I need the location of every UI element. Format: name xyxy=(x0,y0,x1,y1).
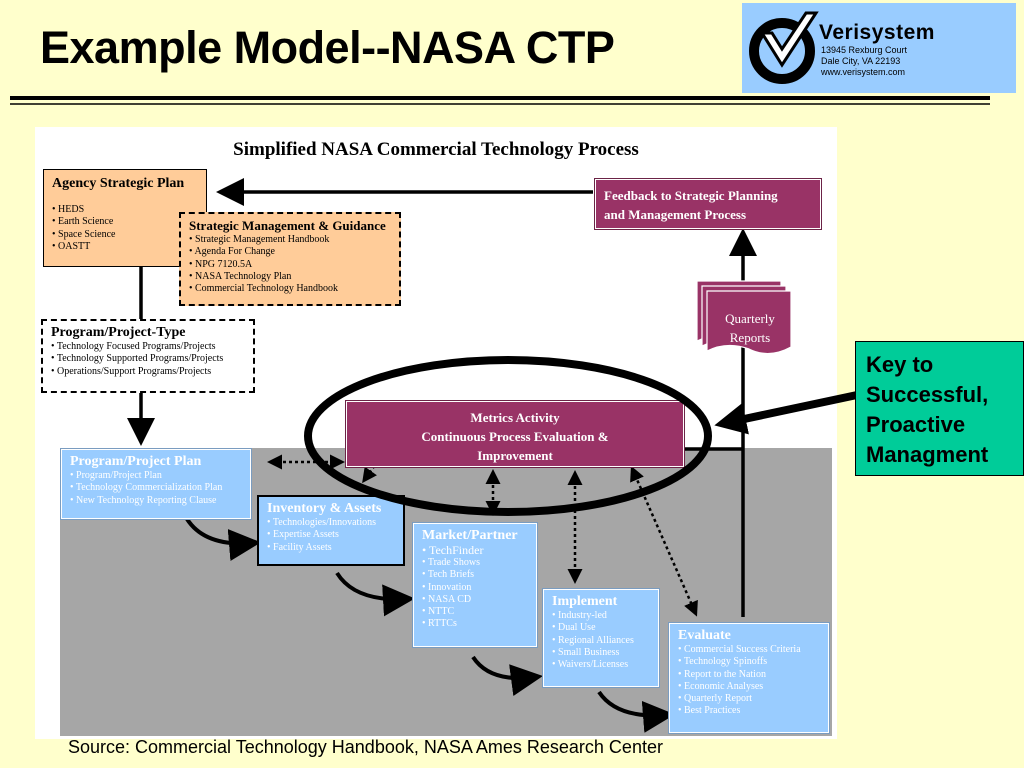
metrics-activity-box: Metrics Activity Continuous Process Eval… xyxy=(345,400,685,468)
key-line1: Key to xyxy=(866,352,934,377)
list-item: Space Science xyxy=(52,229,198,241)
metrics-line3: Improvement xyxy=(477,448,553,463)
list-item: OASTT xyxy=(52,241,198,253)
inventory-heading: Inventory & Assets xyxy=(267,501,382,516)
list-item: Technology Focused Programs/Projects xyxy=(51,341,245,353)
feedback-line1: Feedback to Strategic Planning xyxy=(604,188,778,203)
logo-address-line3: www.verisystem.com xyxy=(821,67,906,77)
list-item: Report to the Nation xyxy=(678,669,820,681)
evaluate-list: Commercial Success Criteria Technology S… xyxy=(678,644,820,718)
list-item: Technologies/Innovations xyxy=(267,517,395,529)
list-item: New Technology Reporting Clause xyxy=(70,495,242,507)
key-callout-box: Key to Successful, Proactive Managment xyxy=(855,341,1024,476)
list-item: Industry-led xyxy=(552,610,650,622)
quarterly-line2: Reports xyxy=(729,330,771,345)
inventory-to-market-curve-arrow xyxy=(335,571,415,617)
list-item: Innovation xyxy=(422,582,528,594)
program-plan-list: Program/Project Plan Technology Commerci… xyxy=(70,470,242,507)
implement-to-evaluate-curve-arrow xyxy=(597,690,675,733)
program-type-list: Technology Focused Programs/Projects Tec… xyxy=(51,341,245,378)
list-item: Program/Project Plan xyxy=(70,470,242,482)
list-item: Strategic Management Handbook xyxy=(189,234,391,246)
list-item: Expertise Assets xyxy=(267,529,395,541)
list-item: Trade Shows xyxy=(422,557,528,569)
list-item: NASA CD xyxy=(422,594,528,606)
diagram-title: Simplified NASA Commercial Technology Pr… xyxy=(233,139,639,160)
title-divider xyxy=(10,96,990,105)
program-type-box: Program/Project-Type Technology Focused … xyxy=(41,319,255,393)
list-item: Dual Use xyxy=(552,622,650,634)
key-line3: Proactive xyxy=(866,412,966,437)
list-item: Agenda For Change xyxy=(189,246,391,258)
list-item: Operations/Support Programs/Projects xyxy=(51,366,245,378)
list-item: Commercial Technology Handbook xyxy=(189,283,391,295)
logo-address-line1: 13945 Rexburg Court xyxy=(821,45,908,55)
strategic-mgmt-list: Strategic Management Handbook Agenda For… xyxy=(189,234,391,295)
agency-plan-heading: Agency Strategic Plan xyxy=(52,176,185,191)
evaluate-metrics-dotted-arrow xyxy=(630,465,698,617)
list-item: Quarterly Report xyxy=(678,693,820,705)
list-item: NTTC xyxy=(422,606,528,618)
key-line4: Managment xyxy=(866,442,989,467)
list-item: TechFinder xyxy=(422,544,528,557)
evaluate-heading: Evaluate xyxy=(678,628,731,643)
inventory-list: Technologies/Innovations Expertise Asset… xyxy=(267,517,395,554)
checkmark-logo-icon xyxy=(749,11,819,84)
market-partner-box: Market/Partner TechFinder Trade Shows Te… xyxy=(412,522,538,648)
list-item: Facility Assets xyxy=(267,542,395,554)
key-pointer-arrow xyxy=(714,391,858,435)
strategic-mgmt-heading: Strategic Management & Guidance xyxy=(189,218,386,233)
process-diagram: Simplified NASA Commercial Technology Pr… xyxy=(35,127,837,739)
list-item: Technology Supported Programs/Projects xyxy=(51,353,245,365)
plan-to-inventory-curve-arrow xyxy=(185,517,261,561)
strategic-management-box: Strategic Management & Guidance Strategi… xyxy=(179,212,401,306)
metrics-line2: Continuous Process Evaluation & xyxy=(421,429,609,444)
agency-plan-list: HEDS Earth Science Space Science OASTT xyxy=(52,204,198,253)
feedback-box: Feedback to Strategic Planning and Manag… xyxy=(594,178,822,230)
source-citation: Source: Commercial Technology Handbook, … xyxy=(68,737,663,757)
list-item: Waivers/Licenses xyxy=(552,659,650,671)
program-plan-heading: Program/Project Plan xyxy=(70,454,202,469)
inventory-assets-box: Inventory & Assets Technologies/Innovati… xyxy=(257,495,405,566)
list-item: Small Business xyxy=(552,647,650,659)
list-item: Commercial Success Criteria xyxy=(678,644,820,656)
list-item: Tech Briefs xyxy=(422,569,528,581)
logo-brand: Verisystem xyxy=(819,21,935,44)
evaluate-box: Evaluate Commercial Success Criteria Tec… xyxy=(668,622,830,734)
quarterly-line1: Quarterly xyxy=(725,311,775,326)
market-list: TechFinder Trade Shows Tech Briefs Innov… xyxy=(422,544,528,631)
metrics-line1: Metrics Activity xyxy=(470,410,560,425)
market-to-implement-curve-arrow xyxy=(471,655,543,697)
list-item: HEDS xyxy=(52,204,198,216)
metrics-highlight-ellipse xyxy=(304,356,712,516)
verisystem-logo: Verisystem 13945 Rexburg Court Dale City… xyxy=(742,3,1016,93)
list-item: Economic Analyses xyxy=(678,681,820,693)
feedback-line2: and Management Process xyxy=(604,207,747,222)
list-item: RTTCs xyxy=(422,618,528,630)
list-item: NPG 7120.5A xyxy=(189,259,391,271)
program-type-heading: Program/Project-Type xyxy=(51,325,186,340)
market-heading: Market/Partner xyxy=(422,528,518,543)
list-item: Technology Commercialization Plan xyxy=(70,482,242,494)
implement-list: Industry-led Dual Use Regional Alliances… xyxy=(552,610,650,671)
implement-heading: Implement xyxy=(552,594,618,609)
key-line2: Successful, xyxy=(866,382,989,407)
list-item: Best Practices xyxy=(678,705,820,717)
program-plan-box: Program/Project Plan Program/Project Pla… xyxy=(60,448,252,520)
quarterly-reports-label: Quarterly Reports xyxy=(707,309,793,347)
list-item: NASA Technology Plan xyxy=(189,271,391,283)
list-item: Earth Science xyxy=(52,216,198,228)
quarterly-reports-stack xyxy=(696,280,792,355)
list-item: Technology Spinoffs xyxy=(678,656,820,668)
list-item: Regional Alliances xyxy=(552,635,650,647)
implement-box: Implement Industry-led Dual Use Regional… xyxy=(542,588,660,688)
slide-title: Example Model--NASA CTP xyxy=(40,22,615,73)
logo-address-line2: Dale City, VA 22193 xyxy=(821,56,901,66)
